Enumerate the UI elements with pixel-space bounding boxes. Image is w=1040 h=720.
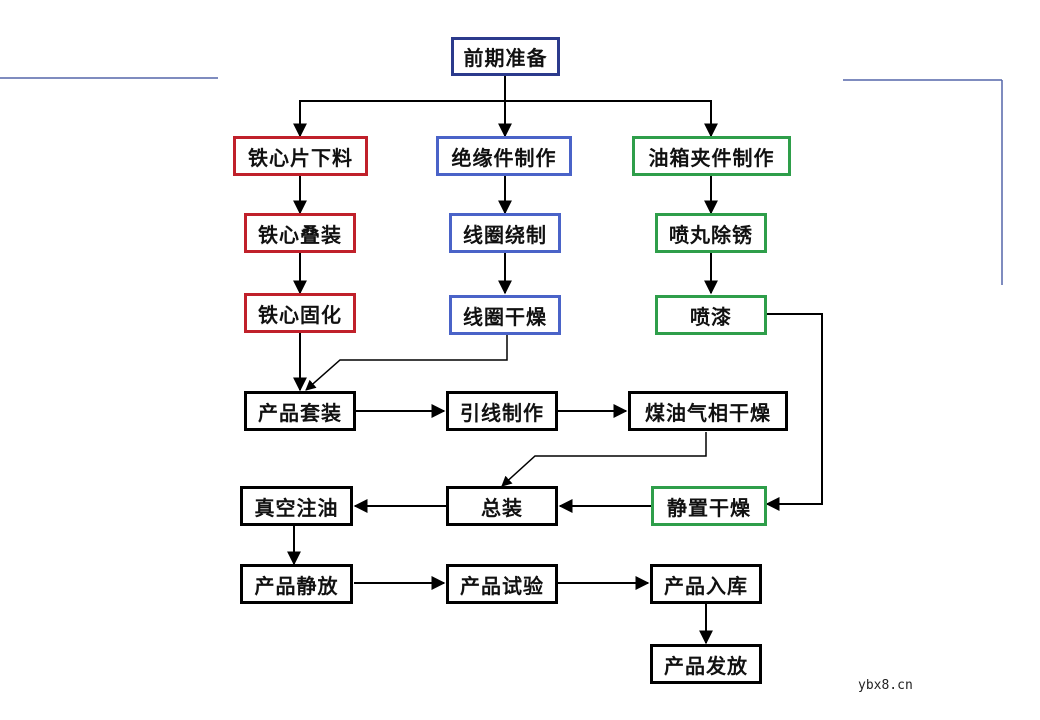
node-shot-blast: 喷丸除锈 <box>655 213 767 253</box>
node-coil-wind: 线圈绕制 <box>449 213 561 253</box>
edge-coil-dry-assembly <box>305 335 508 391</box>
node-tank-make: 油箱夹件制作 <box>632 136 791 176</box>
node-start: 前期准备 <box>451 37 560 76</box>
node-kerosene-dry: 煤油气相干燥 <box>628 391 788 431</box>
node-coil-dry: 线圈干燥 <box>449 295 561 335</box>
edge-start-tank-make <box>505 100 718 138</box>
node-vacuum-oil: 真空注油 <box>240 486 353 526</box>
node-dispatch: 产品发放 <box>650 644 762 684</box>
edge-kerosene-dry-final-assembly <box>501 432 707 487</box>
node-final-assembly: 总装 <box>446 486 558 526</box>
node-core-cut: 铁心片下料 <box>233 136 368 176</box>
node-warehouse: 产品入库 <box>650 564 762 604</box>
watermark: ybx8.cn <box>858 678 913 693</box>
node-product-test: 产品试验 <box>446 564 558 604</box>
edge-start-core-cut <box>293 75 506 138</box>
node-assembly: 产品套装 <box>244 391 356 431</box>
node-static-dry: 静置干燥 <box>651 486 767 526</box>
node-lead-make: 引线制作 <box>446 391 558 431</box>
node-paint: 喷漆 <box>655 295 767 335</box>
node-insul-make: 绝缘件制作 <box>436 136 572 176</box>
node-core-stack: 铁心叠装 <box>244 213 356 253</box>
node-core-cure: 铁心固化 <box>244 293 356 333</box>
node-product-rest: 产品静放 <box>240 564 353 604</box>
